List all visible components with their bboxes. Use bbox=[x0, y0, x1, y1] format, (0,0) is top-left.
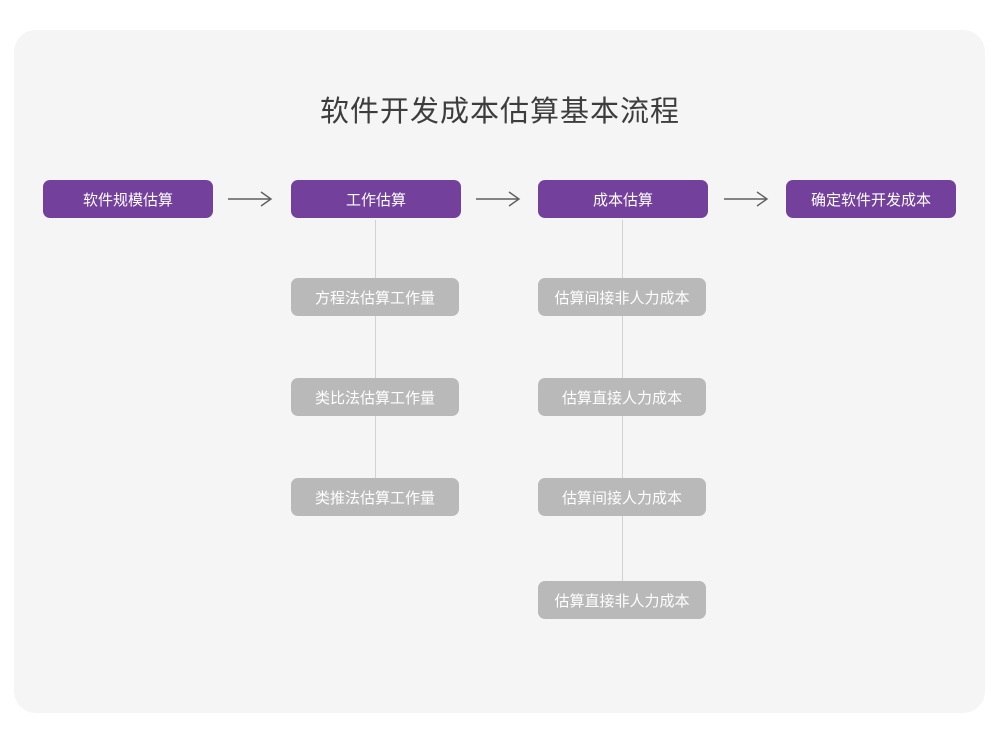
flow-arrow-3 bbox=[724, 189, 772, 209]
flow-node-cost-estimation[interactable]: 成本估算 bbox=[538, 180, 708, 218]
flow-arrow-1 bbox=[228, 189, 276, 209]
branch-connector-line-work bbox=[375, 220, 376, 500]
sub-node-indirect-labor-cost[interactable]: 估算间接人力成本 bbox=[538, 478, 706, 516]
sub-node-indirect-non-labor-cost[interactable]: 估算间接非人力成本 bbox=[538, 278, 706, 316]
flow-node-software-size-estimation[interactable]: 软件规模估算 bbox=[43, 180, 213, 218]
flow-arrow-2 bbox=[476, 189, 524, 209]
sub-node-direct-non-labor-cost[interactable]: 估算直接非人力成本 bbox=[538, 581, 706, 619]
diagram-card-background bbox=[14, 30, 985, 713]
flow-node-determine-development-cost[interactable]: 确定软件开发成本 bbox=[786, 180, 956, 218]
flow-node-effort-estimation[interactable]: 工作估算 bbox=[291, 180, 461, 218]
sub-node-inference-method-effort[interactable]: 类推法估算工作量 bbox=[291, 478, 459, 516]
diagram-title: 软件开发成本估算基本流程 bbox=[319, 96, 680, 128]
sub-node-direct-labor-cost[interactable]: 估算直接人力成本 bbox=[538, 378, 706, 416]
sub-node-analogy-method-effort[interactable]: 类比法估算工作量 bbox=[291, 378, 459, 416]
sub-node-equation-method-effort[interactable]: 方程法估算工作量 bbox=[291, 278, 459, 316]
